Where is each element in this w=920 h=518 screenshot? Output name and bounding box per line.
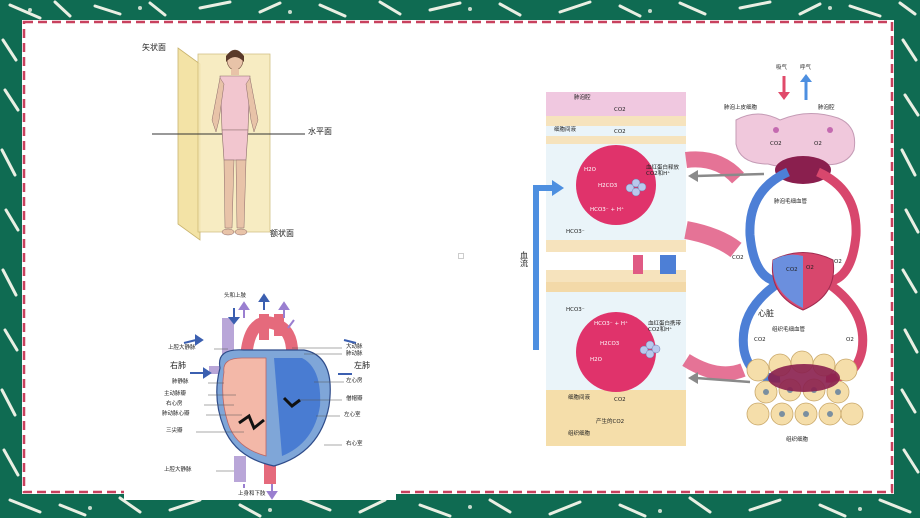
co2-r4-label: CO2: [754, 337, 766, 343]
hco3-in-bottom-label: HCO3⁻: [566, 307, 585, 313]
sagittal-label: 矢状面: [142, 43, 166, 52]
right-lung-label: 右肺: [170, 361, 186, 370]
co2-label-a: CO2: [614, 107, 626, 113]
co2-r3-label: CO2: [786, 267, 798, 273]
h2co3-bottom-label: H2CO3: [600, 341, 620, 347]
interstitial-bottom-label: 细胞间液: [568, 395, 591, 401]
hco3-h-top-label: HCO3⁻ + H⁺: [590, 207, 624, 213]
head-limbs-label: 头和上肢: [224, 293, 247, 299]
o2-r2-label: O2: [834, 259, 842, 265]
svc-label: 上腔大静脉: [168, 345, 196, 351]
flow-arrows: [183, 293, 357, 379]
pulmonary-capillary-net: [775, 156, 831, 184]
interstitial-top-label: 细胞间液: [554, 127, 577, 133]
left-lung-label: 左肺: [354, 361, 370, 370]
hco3-out-top-label: HCO3⁻: [566, 229, 585, 235]
human-figure: [211, 49, 259, 236]
exhale-label: 呼气: [800, 65, 812, 71]
hco3-h-bottom-label: HCO3⁻ + H⁺: [594, 321, 628, 327]
h2o-top-label: H2O: [584, 167, 596, 173]
o2-r4-label: O2: [846, 337, 854, 343]
blood-flow-arrow: [533, 185, 554, 350]
inhale-label: 吸气: [776, 65, 788, 71]
dashed-frame: [22, 20, 894, 494]
aorta-arch: [240, 316, 299, 359]
right-ventricle-label: 右心室: [346, 441, 363, 447]
heart-label: 心脏: [758, 309, 774, 318]
sagittal-plane: [177, 47, 201, 241]
center-dot: [458, 253, 464, 259]
h2o-bottom-label: H2O: [590, 357, 602, 363]
o2-r1-label: O2: [814, 141, 822, 147]
pulmonary-valve-label: 肺动脉心瓣: [162, 411, 190, 417]
h2co3-top-label: H2CO3: [598, 183, 618, 189]
tissue-capillary-net: [768, 364, 840, 392]
tissue-cells-left-label: 组织细胞: [568, 431, 591, 437]
pulmonary-vein-label: 肺静脉: [172, 379, 189, 385]
aortic-valve-label: 主动脉瓣: [164, 391, 187, 397]
alveolus-cavity-right-label: 肺泡腔: [818, 105, 835, 111]
coronal-label: 额状面: [270, 229, 294, 238]
tricuspid-label: 三尖瓣: [166, 428, 183, 434]
ivc-label: 上腔大静脉: [164, 467, 192, 473]
right-atrium-label: 右心房: [166, 401, 183, 407]
co2-r1-label: CO2: [770, 141, 782, 147]
alveolar-epithelium-label: 肺泡上皮细胞: [724, 105, 758, 111]
co2-r2-label: CO2: [732, 255, 744, 261]
rbc-bottom: [576, 312, 656, 392]
body-planes-figure: 矢状面 水平面 额状面: [140, 40, 340, 250]
lung-alveolus: [735, 113, 856, 168]
horizontal-label: 水平面: [308, 127, 332, 136]
hb-carry-label: 血红蛋白携带CO2和H⁺: [648, 321, 682, 333]
left-ventricle-label: 左心室: [344, 412, 361, 418]
inferior-vena-cava: [234, 456, 246, 482]
pulmonary-artery-label: 肺动脉: [346, 351, 363, 357]
pulmonary-capillary-label: 肺泡毛细血管: [774, 199, 808, 205]
heart-figure: 头和上肢 上腔大静脉 右肺 肺静脉 主动脉瓣 右心房 肺动脉心瓣 三尖瓣 上腔大…: [124, 288, 396, 500]
alveolus-cavity-label: 肺泡腔: [574, 95, 591, 101]
tissue-cells-right-label: 组织细胞: [786, 437, 809, 443]
tissue-capillary-label: 组织毛细血管: [772, 327, 806, 333]
hb-release-label: 血红蛋白释放CO2和H⁺: [646, 165, 680, 177]
left-atrium-label: 左心房: [346, 378, 363, 384]
co2-label-b: CO2: [614, 129, 626, 135]
gas-exchange-figure: 肺泡腔 CO2 细胞间液 CO2 H2O H2CO3 HCO3⁻ + H⁺ HC…: [518, 60, 880, 456]
blood-flow-label: 血流: [520, 251, 528, 268]
co2-label-c: CO2: [614, 397, 626, 403]
produced-co2-label: 产生的CO2: [596, 419, 625, 425]
aorta-label: 大动脉: [346, 344, 363, 350]
lower-body-label: 上身和下肢: [238, 491, 266, 497]
o2-r3-label: O2: [806, 265, 814, 271]
mitral-label: 僧帽瓣: [346, 396, 363, 402]
rbc-top: [576, 145, 656, 225]
